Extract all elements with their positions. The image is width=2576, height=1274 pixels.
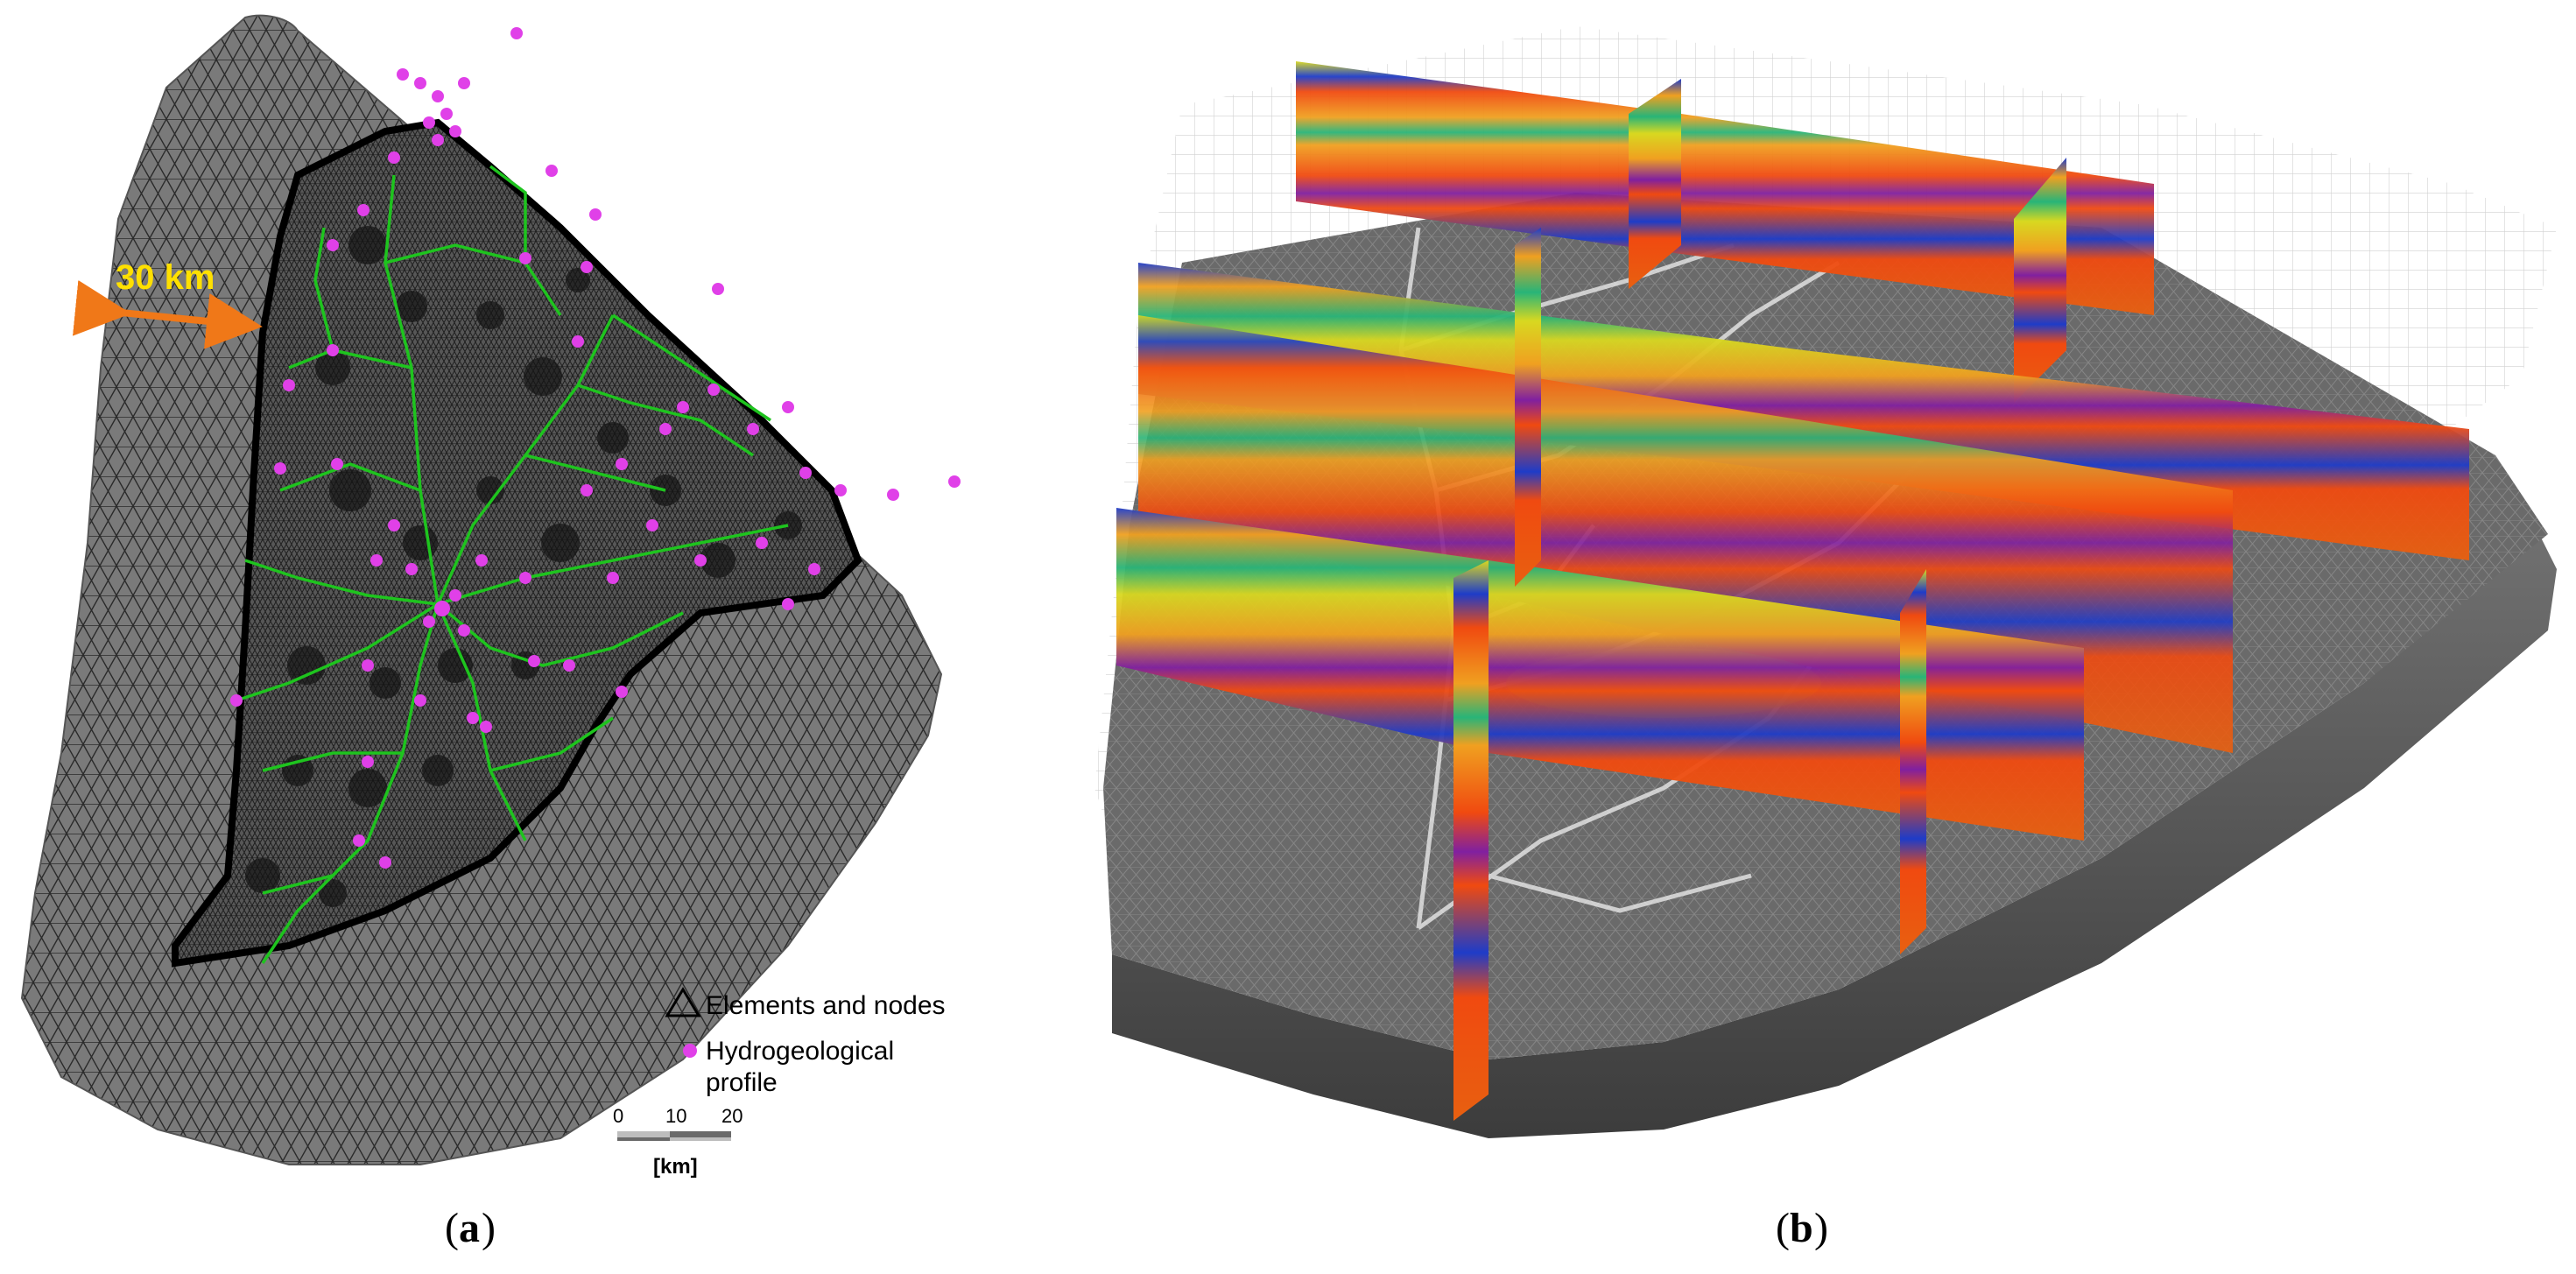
scale-tick-10: 10 [665, 1105, 686, 1127]
cross-section-front [1116, 508, 2084, 841]
distance-arrow [72, 279, 263, 349]
svg-text:(: ( [445, 1205, 459, 1251]
legend-profile-label-2: profile [706, 1068, 778, 1097]
legend-elements-label: Elements and nodes [706, 991, 946, 1020]
scale-bar: 0 10 20 [km] [613, 1105, 743, 1179]
svg-text:(: ( [1776, 1205, 1790, 1251]
panel-label-b: ( b ) [1776, 1205, 1828, 1251]
transverse-section-3 [1453, 560, 1489, 1121]
stream-network [236, 165, 789, 964]
triangle-icon [665, 987, 701, 1017]
transverse-section-4 [1900, 569, 1926, 954]
scale-tick-0: 0 [613, 1105, 623, 1127]
svg-text:): ) [482, 1205, 496, 1251]
hydrogeological-profile-points [230, 27, 961, 869]
panel-letter-a: a [459, 1205, 480, 1251]
transverse-section-1 [1629, 79, 1681, 289]
profile-point-icon [683, 1044, 697, 1058]
svg-text:): ) [1814, 1205, 1828, 1251]
distance-annotation: 30 km [116, 258, 215, 297]
base-slab-side [1112, 534, 2557, 1138]
cross-section-back [1296, 61, 2154, 315]
scale-tick-20: 20 [721, 1105, 743, 1127]
panel-letter-b: b [1790, 1205, 1813, 1251]
panel-a: 30 km Elements and nodes Hydrogeological… [20, 14, 961, 1179]
panel-label-a: ( a ) [445, 1205, 496, 1251]
transverse-section-5 [1515, 228, 1541, 587]
scale-unit: [km] [653, 1155, 698, 1179]
transverse-section-2 [2014, 158, 2066, 403]
legend: Elements and nodes Hydrogeological profi… [665, 987, 946, 1097]
panel-b [1094, 26, 2557, 1138]
legend-profile-label-1: Hydrogeological [706, 1037, 894, 1066]
